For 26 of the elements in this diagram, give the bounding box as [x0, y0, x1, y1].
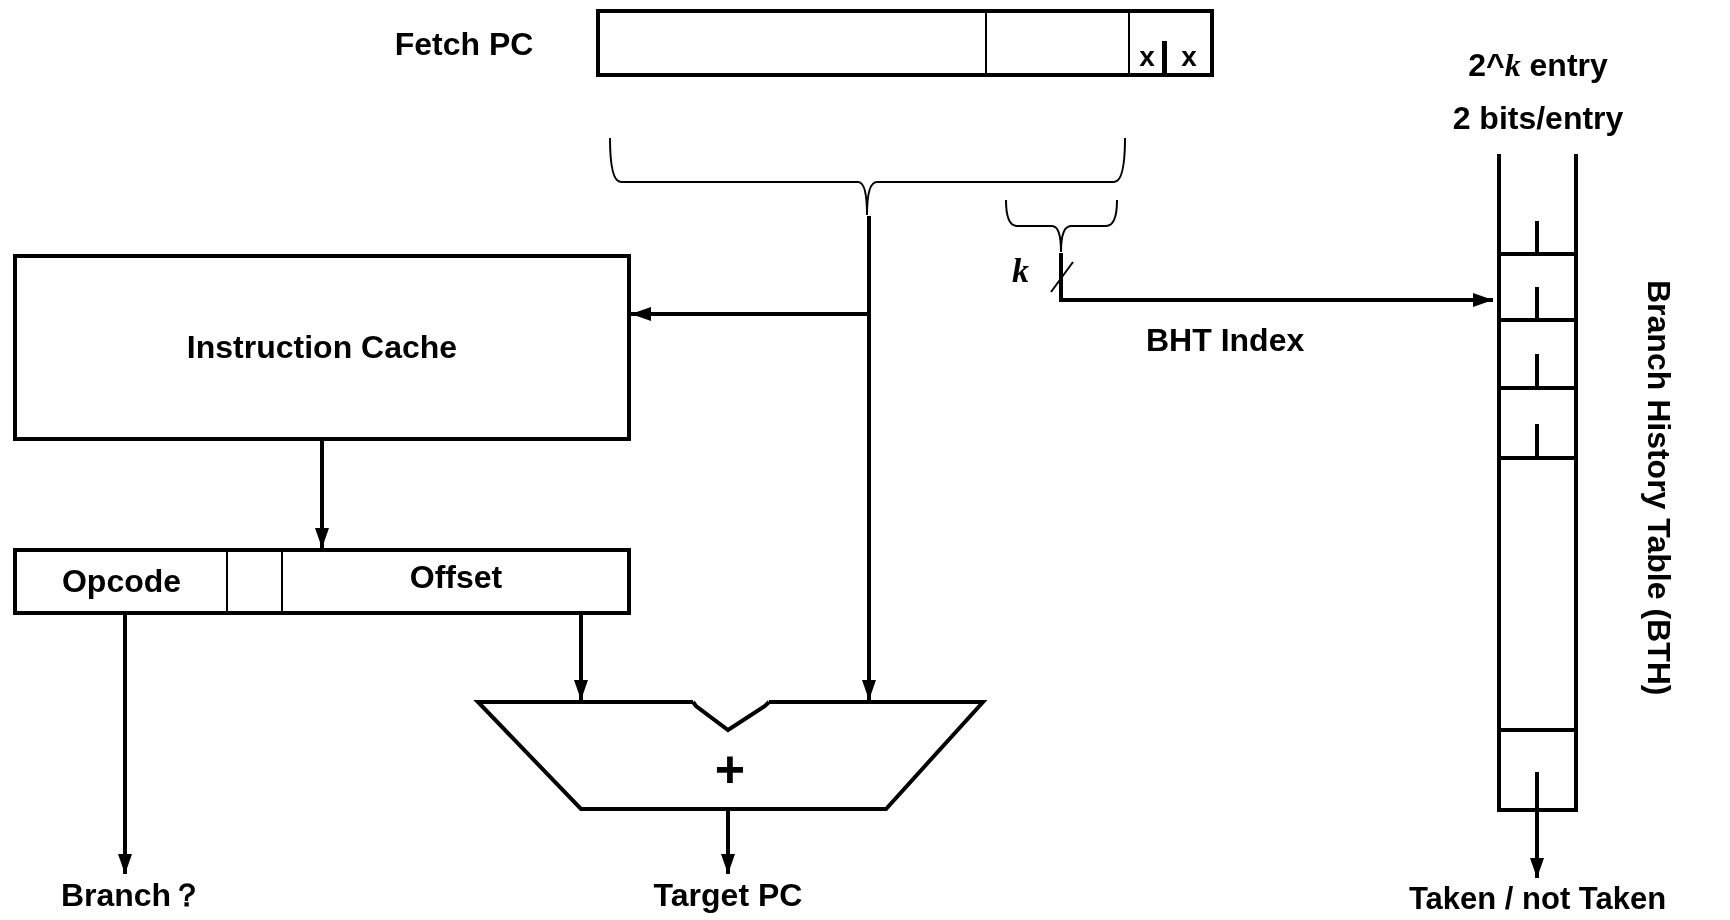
arrow — [315, 441, 329, 548]
bit-width-label: k — [1012, 252, 1029, 290]
arrow — [862, 216, 876, 700]
arrow — [721, 811, 735, 874]
table-heading: 2 bits/entry — [1451, 99, 1625, 139]
table-heading: 2^k entry — [1467, 46, 1609, 86]
arrow — [1530, 812, 1544, 878]
output-label: Target PC — [652, 876, 804, 916]
arrow — [1059, 253, 1493, 307]
field-label: Opcode — [60, 561, 183, 601]
arrow — [574, 615, 588, 700]
arrow — [118, 615, 132, 874]
bit-field: x — [1168, 37, 1210, 77]
field-label: Offset — [408, 558, 504, 598]
instruction-register — [13, 548, 631, 615]
box-label: Instruction Cache — [185, 327, 459, 367]
adder-shape — [476, 700, 985, 811]
bit-field: x — [1130, 37, 1164, 77]
register-label: Fetch PC — [393, 25, 535, 65]
brace — [609, 136, 1127, 216]
table-title: Branch History Table (BTH) — [1639, 279, 1678, 698]
adder-sign: + — [713, 742, 747, 798]
output-label: Branch？ — [59, 876, 205, 916]
cache-box — [13, 254, 631, 441]
brace — [1005, 198, 1119, 253]
output-label: Taken / not Taken — [1407, 880, 1668, 918]
